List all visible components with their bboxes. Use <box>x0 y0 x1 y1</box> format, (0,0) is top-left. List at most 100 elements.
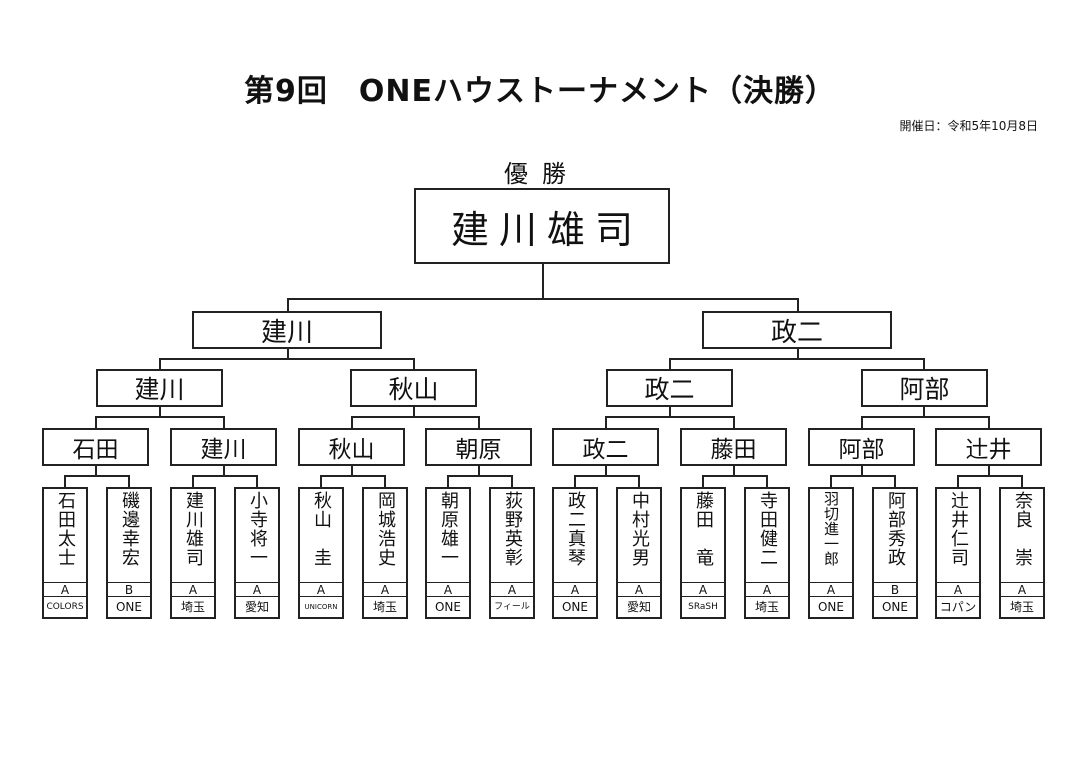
player-grade: A <box>1001 582 1043 597</box>
bracket-line <box>351 416 480 418</box>
player-grade: A <box>746 582 788 597</box>
quarterfinal-box: 辻井 <box>935 428 1042 466</box>
bracket-line <box>830 475 832 488</box>
bracket-line <box>413 358 415 370</box>
player-name: 藤田 竜 <box>693 491 714 567</box>
player-club: 愛知 <box>236 596 278 617</box>
player-grade: A <box>491 582 533 597</box>
player-name: 磯邊幸宏 <box>119 491 140 567</box>
quarterfinal-box: 藤田 <box>680 428 787 466</box>
bracket-line <box>478 465 480 477</box>
bracket-line <box>766 475 768 488</box>
bracket-line <box>128 475 130 488</box>
bracket-line <box>669 406 671 418</box>
player-name: 政二真琴 <box>565 491 586 567</box>
player-club: フィール <box>491 596 533 617</box>
bracket-line <box>95 416 97 429</box>
player-grade: A <box>364 582 406 597</box>
quarterfinal-box: 阿部 <box>808 428 915 466</box>
quarterfinal-box: 朝原 <box>425 428 532 466</box>
player-name: 中村光男 <box>629 491 650 567</box>
bracket-line <box>256 475 258 488</box>
quarterfinal-box: 政二 <box>552 428 659 466</box>
player-club: 埼玉 <box>172 596 214 617</box>
quarterfinal-box: 秋山 <box>298 428 405 466</box>
player-grade: A <box>682 582 724 597</box>
champion-box: 建川雄司 <box>414 188 670 264</box>
bracket-line <box>287 298 799 300</box>
bracket-line <box>830 475 896 477</box>
bracket-line <box>605 416 735 418</box>
bracket-line <box>159 406 161 418</box>
bracket-line <box>320 475 322 488</box>
player-name: 朝原雄一 <box>438 491 459 567</box>
bracket-line <box>413 406 415 418</box>
player-name: 荻野英彰 <box>502 491 523 567</box>
player-name: 阿部秀政 <box>885 491 906 567</box>
player-grade: A <box>44 582 86 597</box>
player-name: 石田太士 <box>55 491 76 567</box>
bracket-line <box>159 358 415 360</box>
player-name: 奈良 崇 <box>1012 491 1033 567</box>
final-box: 建川 <box>192 311 382 349</box>
bracket-line <box>797 348 799 360</box>
bracket-line <box>957 475 1023 477</box>
bracket-line <box>988 465 990 477</box>
bracket-line <box>447 475 449 488</box>
player-grade: A <box>937 582 979 597</box>
player-name: 建川雄司 <box>183 491 204 567</box>
player-club: 愛知 <box>618 596 660 617</box>
bracket-line <box>511 475 513 488</box>
player-club: COLORS <box>44 596 86 617</box>
player-club: SRaSH <box>682 596 724 617</box>
bracket-line <box>669 358 925 360</box>
player-grade: A <box>810 582 852 597</box>
bracket-line <box>384 475 386 488</box>
bracket-line <box>574 475 576 488</box>
bracket-line <box>320 475 386 477</box>
bracket-line <box>64 475 130 477</box>
player-grade: A <box>300 582 342 597</box>
player-name: 秋山 圭 <box>311 491 332 567</box>
bracket-line <box>702 475 768 477</box>
player-grade: A <box>618 582 660 597</box>
player-grade: A <box>554 582 596 597</box>
bracket-line <box>159 358 161 370</box>
semifinal-box: 秋山 <box>350 369 477 407</box>
player-club: ONE <box>874 596 916 617</box>
bracket-line <box>351 416 353 429</box>
bracket-line <box>638 475 640 488</box>
bracket-line <box>351 465 353 477</box>
quarterfinal-box: 石田 <box>42 428 149 466</box>
bracket-line <box>702 475 704 488</box>
player-club: 埼玉 <box>364 596 406 617</box>
bracket-line <box>223 465 225 477</box>
bracket-line <box>861 465 863 477</box>
bracket-line <box>287 298 289 312</box>
player-club: UNICORN <box>300 596 342 617</box>
bracket-line <box>192 475 194 488</box>
bracket-line <box>287 348 289 360</box>
player-club: ONE <box>427 596 469 617</box>
bracket-line <box>861 416 863 429</box>
bracket-line <box>95 416 225 418</box>
bracket-line <box>447 475 513 477</box>
player-name: 羽切進一郎 <box>822 491 840 566</box>
player-club: ONE <box>108 596 150 617</box>
player-grade: A <box>172 582 214 597</box>
bracket-line <box>223 416 225 429</box>
player-grade: A <box>236 582 278 597</box>
player-club: コパン <box>937 596 979 617</box>
bracket-line <box>1021 475 1023 488</box>
